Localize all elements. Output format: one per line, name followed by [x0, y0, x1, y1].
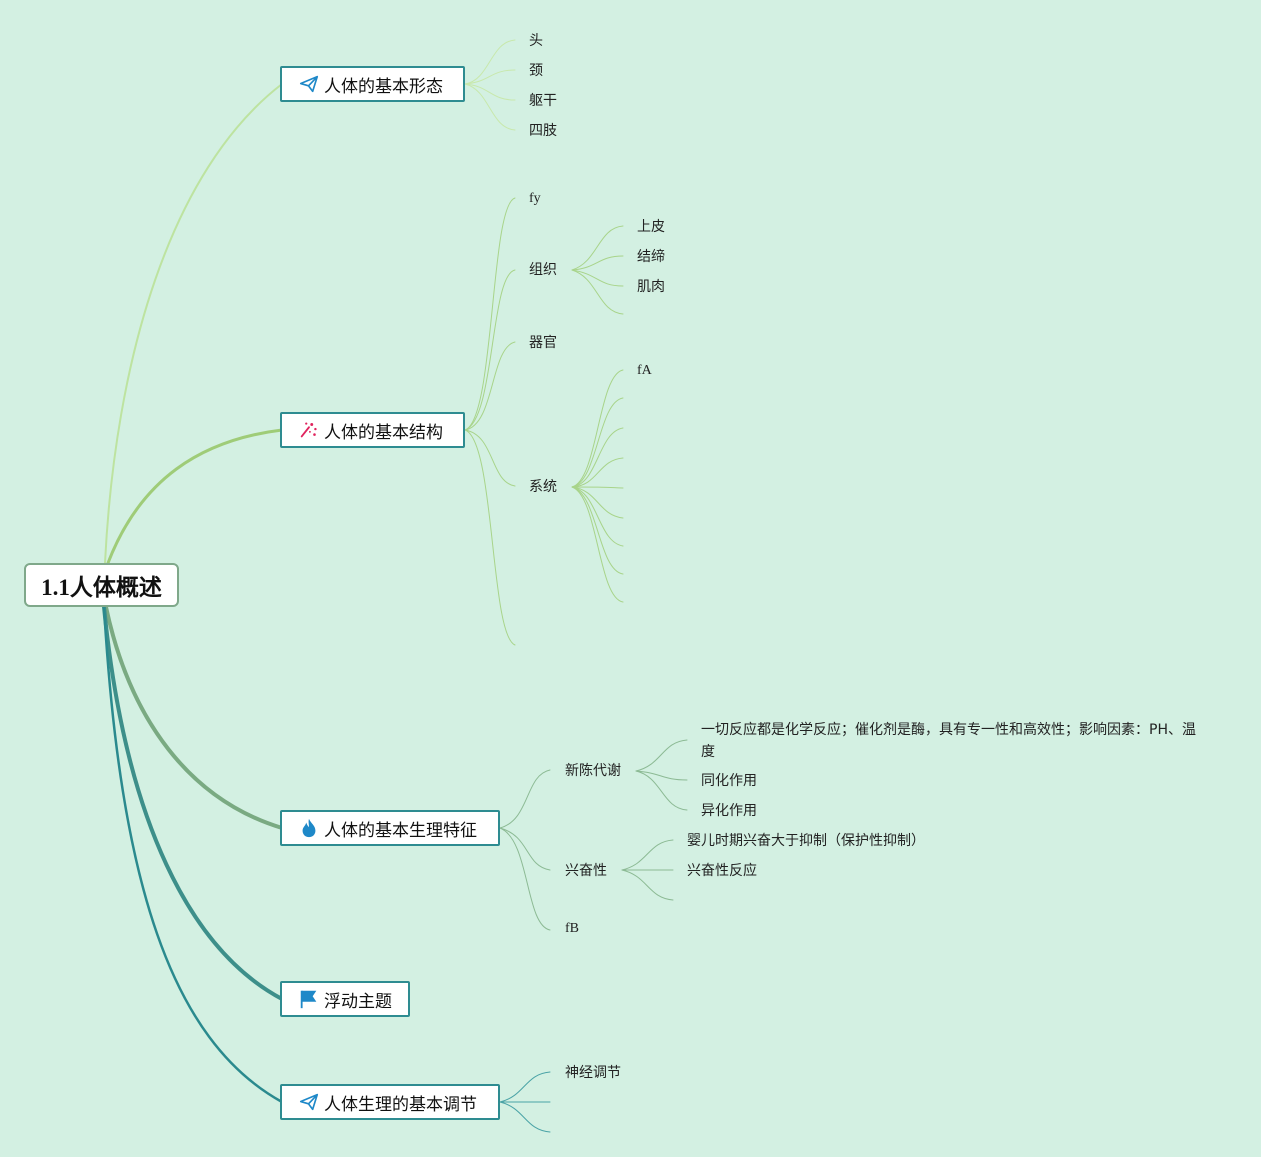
sparkle-icon [298, 419, 320, 441]
leaf-catabolism[interactable]: 异化作用 [701, 803, 757, 819]
leaf-metabolism-detail[interactable]: 一切反应都是化学反应；催化剂是酶，具有专一性和高效性；影响因素：PH、温度 [701, 722, 1196, 760]
leaf-neural-regulation[interactable]: 神经调节 [565, 1065, 621, 1081]
leaf-limbs[interactable]: 四肢 [529, 123, 557, 139]
leaf-fa[interactable]: fA [637, 363, 652, 378]
leaf-muscle[interactable]: 肌肉 [637, 279, 665, 295]
topic-label: 浮动主题 [324, 991, 392, 1012]
leaf-infant-excitation[interactable]: 婴儿时期兴奋大于抑制（保护性抑制） [687, 833, 925, 849]
leaf-fb[interactable]: fB [565, 921, 579, 936]
flag-icon [298, 988, 320, 1010]
leaf-system[interactable]: 系统 [529, 479, 557, 495]
root-topic[interactable]: 1.1人体概述 [24, 563, 179, 607]
branch-shape [104, 83, 283, 564]
paper-plane-icon [298, 1091, 320, 1113]
leaf-neck[interactable]: 颈 [529, 63, 543, 79]
branch-regulation [102, 605, 284, 1104]
branch-structure [106, 428, 284, 565]
leaf-trunk[interactable]: 躯干 [529, 93, 557, 109]
topic-basic-structure[interactable]: 人体的基本结构 [280, 412, 465, 448]
topic-floating[interactable]: 浮动主题 [280, 981, 410, 1017]
topic-basic-shape[interactable]: 人体的基本形态 [280, 66, 465, 102]
leaf-metabolism[interactable]: 新陈代谢 [565, 763, 621, 779]
leaf-excitability[interactable]: 兴奋性 [565, 863, 607, 879]
leaf-excitability-response[interactable]: 兴奋性反应 [687, 863, 757, 879]
topic-basic-regulation[interactable]: 人体生理的基本调节 [280, 1084, 500, 1120]
topic-basic-physiology[interactable]: 人体的基本生理特征 [280, 810, 500, 846]
topic-label: 人体的基本形态 [324, 76, 443, 97]
branch-floating [102, 605, 284, 1001]
leaf-fy[interactable]: fy [529, 191, 541, 206]
flame-icon [298, 817, 320, 839]
branch-physio [104, 605, 284, 830]
paper-plane-icon [298, 73, 320, 95]
topic-label: 人体生理的基本调节 [324, 1094, 477, 1115]
topic-label: 人体的基本生理特征 [324, 820, 477, 841]
leaf-epithelium[interactable]: 上皮 [637, 219, 665, 235]
leaf-tissue[interactable]: 组织 [529, 262, 557, 278]
leaf-organ[interactable]: 器官 [529, 335, 557, 351]
leaf-connective[interactable]: 结缔 [637, 249, 665, 265]
leaf-anabolism[interactable]: 同化作用 [701, 773, 757, 789]
topic-label: 人体的基本结构 [324, 422, 443, 443]
leaf-head[interactable]: 头 [529, 33, 543, 49]
